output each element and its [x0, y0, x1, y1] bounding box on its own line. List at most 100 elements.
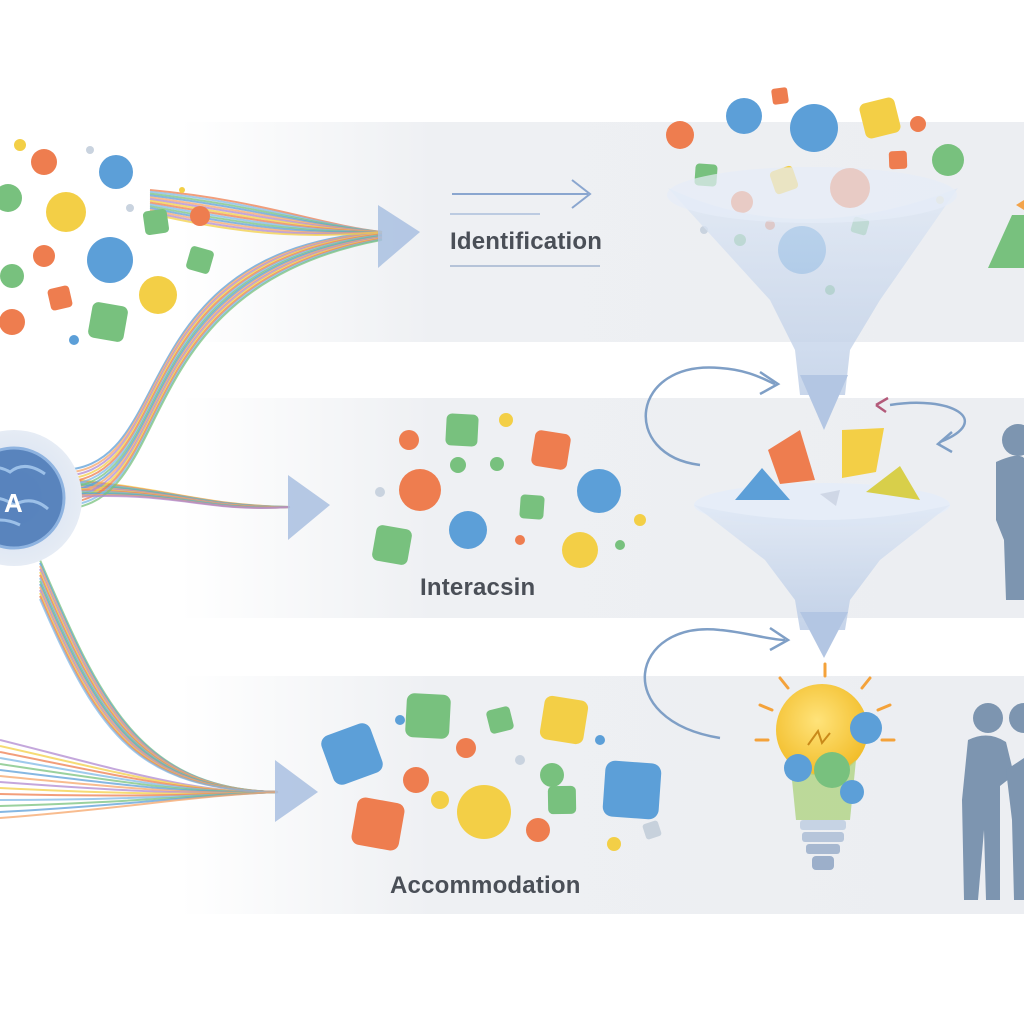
flow-line — [0, 791, 279, 819]
data-shape — [190, 206, 210, 226]
shards — [735, 428, 920, 506]
data-shape — [14, 139, 26, 151]
data-shape — [86, 146, 94, 154]
data-shape — [726, 98, 762, 134]
data-shape — [449, 511, 487, 549]
stage-label-identification: Identification — [450, 228, 603, 255]
flow-line — [149, 212, 383, 236]
data-shape — [0, 309, 25, 335]
data-shape — [139, 276, 177, 314]
data-shape — [33, 245, 55, 267]
flow-line — [59, 494, 291, 509]
data-cluster-interaction — [372, 413, 646, 568]
data-shape — [539, 695, 589, 745]
data-shape — [499, 413, 513, 427]
data-shape — [634, 514, 646, 526]
data-shape — [142, 208, 170, 236]
data-shape — [531, 430, 571, 470]
flow-line — [59, 238, 383, 507]
data-shape — [186, 246, 214, 274]
data-shape — [47, 285, 73, 311]
data-shape — [351, 797, 405, 851]
data-shape — [859, 97, 901, 139]
data-shape — [99, 155, 133, 189]
data-shape — [0, 184, 22, 212]
data-shape — [431, 791, 449, 809]
data-shape — [490, 457, 504, 471]
arrowhead-accommodation-icon — [275, 760, 318, 822]
handshake-silhouette-icon — [962, 703, 1024, 900]
data-shape — [607, 837, 621, 851]
data-shape — [562, 532, 598, 568]
brain-letter: A — [4, 488, 23, 518]
data-cluster-input — [0, 139, 214, 345]
data-shape — [547, 785, 577, 815]
data-shape — [932, 144, 964, 176]
data-shape — [403, 767, 429, 793]
data-shape — [615, 540, 625, 550]
funnel-icon — [667, 167, 958, 430]
data-shape — [395, 715, 405, 725]
flow-line — [59, 232, 383, 477]
flow-line — [59, 234, 383, 486]
data-shape — [457, 785, 511, 839]
arrowhead-identification-icon — [378, 205, 420, 268]
data-shape — [519, 494, 545, 520]
stage-label-interaction: Interacsin — [420, 574, 536, 601]
data-shape — [486, 706, 514, 734]
stage-label-accommodation: Accommodation — [390, 872, 581, 899]
data-shape — [515, 755, 525, 765]
data-shape — [375, 487, 385, 497]
data-shape — [540, 763, 564, 787]
data-shape — [595, 735, 605, 745]
data-shape — [87, 237, 133, 283]
data-shape — [46, 192, 86, 232]
data-shape — [526, 818, 550, 842]
data-shape — [602, 760, 662, 820]
flow-line — [59, 231, 383, 471]
data-shape — [577, 469, 621, 513]
data-shape — [321, 723, 383, 785]
data-shape — [445, 413, 479, 447]
data-shape — [0, 264, 24, 288]
data-shape — [69, 335, 79, 345]
data-shape — [126, 204, 134, 212]
loop-arrows-icon — [643, 366, 966, 740]
shape-triangle-icon — [988, 215, 1024, 268]
flow-line — [59, 236, 383, 498]
data-shape — [405, 693, 451, 739]
data-shape — [771, 87, 789, 105]
data-shape — [515, 535, 525, 545]
brain-icon — [0, 430, 82, 566]
flow-line — [59, 235, 383, 495]
flow-line — [59, 231, 383, 474]
data-shape — [399, 430, 419, 450]
flow-line — [59, 235, 383, 492]
arrowhead-interaction-icon — [288, 475, 330, 540]
data-shape — [456, 738, 476, 758]
flow-line — [39, 598, 279, 793]
data-shape — [31, 149, 57, 175]
flow-line — [59, 232, 383, 480]
flow-line — [59, 237, 383, 504]
shape-triangle-orange-icon — [1016, 200, 1024, 210]
band-accommodation — [180, 676, 1024, 914]
flow-line — [59, 237, 383, 501]
data-shape — [666, 121, 694, 149]
data-shape — [888, 150, 908, 170]
data-shape — [910, 116, 926, 132]
data-shape — [179, 187, 185, 193]
data-shape — [88, 302, 128, 342]
data-cluster-accommodation — [321, 693, 662, 851]
flow-line — [59, 234, 383, 489]
flow-lines — [0, 189, 383, 819]
lightbulb-icon — [754, 662, 896, 870]
flow-line — [59, 233, 383, 483]
data-shape — [450, 457, 466, 473]
person-silhouette-icon — [996, 424, 1024, 600]
data-shape — [642, 820, 662, 840]
data-shape — [790, 104, 838, 152]
data-shape — [372, 525, 412, 565]
data-shape — [399, 469, 441, 511]
